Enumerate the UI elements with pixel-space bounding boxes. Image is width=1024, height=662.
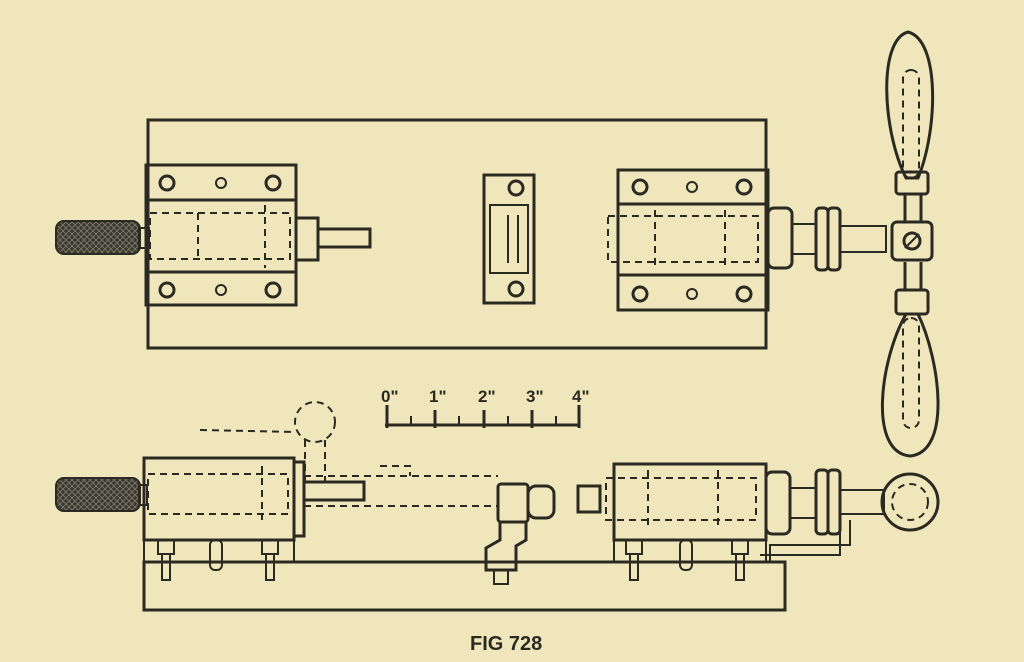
hole-icon	[215, 284, 227, 296]
plan-view	[55, 30, 940, 458]
hole-icon	[686, 181, 698, 193]
knurled-handle-left-elevation	[55, 477, 141, 512]
plunger-collar-plan	[294, 216, 320, 262]
screw-icon	[507, 179, 525, 197]
plunger-pin-plan	[316, 227, 372, 249]
screw-icon	[264, 281, 282, 299]
scale-bar: 0" 1" 2" 3" 4"	[381, 387, 590, 428]
knurled-handle-left-plan	[55, 220, 141, 255]
base-plate-elevation	[142, 560, 787, 612]
right-block-elevation	[612, 462, 768, 542]
screw-icon	[735, 178, 753, 196]
left-block-elevation	[142, 456, 296, 542]
screw-icon	[631, 178, 649, 196]
scale-label-4: 4"	[572, 387, 590, 406]
base-plate-plan	[146, 118, 768, 350]
swing-latch-phantom	[294, 401, 336, 443]
screw-icon	[158, 281, 176, 299]
right-locating-pins	[625, 539, 749, 581]
hole-icon	[686, 288, 698, 300]
left-slide-block-plan	[144, 163, 298, 307]
lock-nut-plan	[814, 206, 830, 272]
figure-caption: FIG 728	[470, 633, 542, 655]
center-locator-plan	[482, 173, 536, 305]
screw-icon	[158, 174, 176, 192]
tommy-bar-hub	[890, 220, 934, 262]
hole-icon	[215, 177, 227, 189]
screw-icon	[735, 285, 753, 303]
right-slide-block-plan	[607, 168, 770, 312]
screw-icon	[264, 174, 282, 192]
tommy-bar-hub-elevation	[880, 472, 940, 532]
scale-label-2: 2"	[478, 387, 496, 406]
lock-nut-plan	[826, 206, 842, 272]
left-locating-pins	[157, 539, 279, 581]
elevation-view	[55, 401, 940, 612]
screw-icon	[507, 280, 525, 298]
scale-label-0: 0"	[381, 387, 399, 406]
tommy-bar-handles	[881, 30, 940, 458]
scale-label-3: 3"	[526, 387, 544, 406]
scale-label-1: 1"	[429, 387, 447, 406]
screw-icon	[631, 285, 649, 303]
